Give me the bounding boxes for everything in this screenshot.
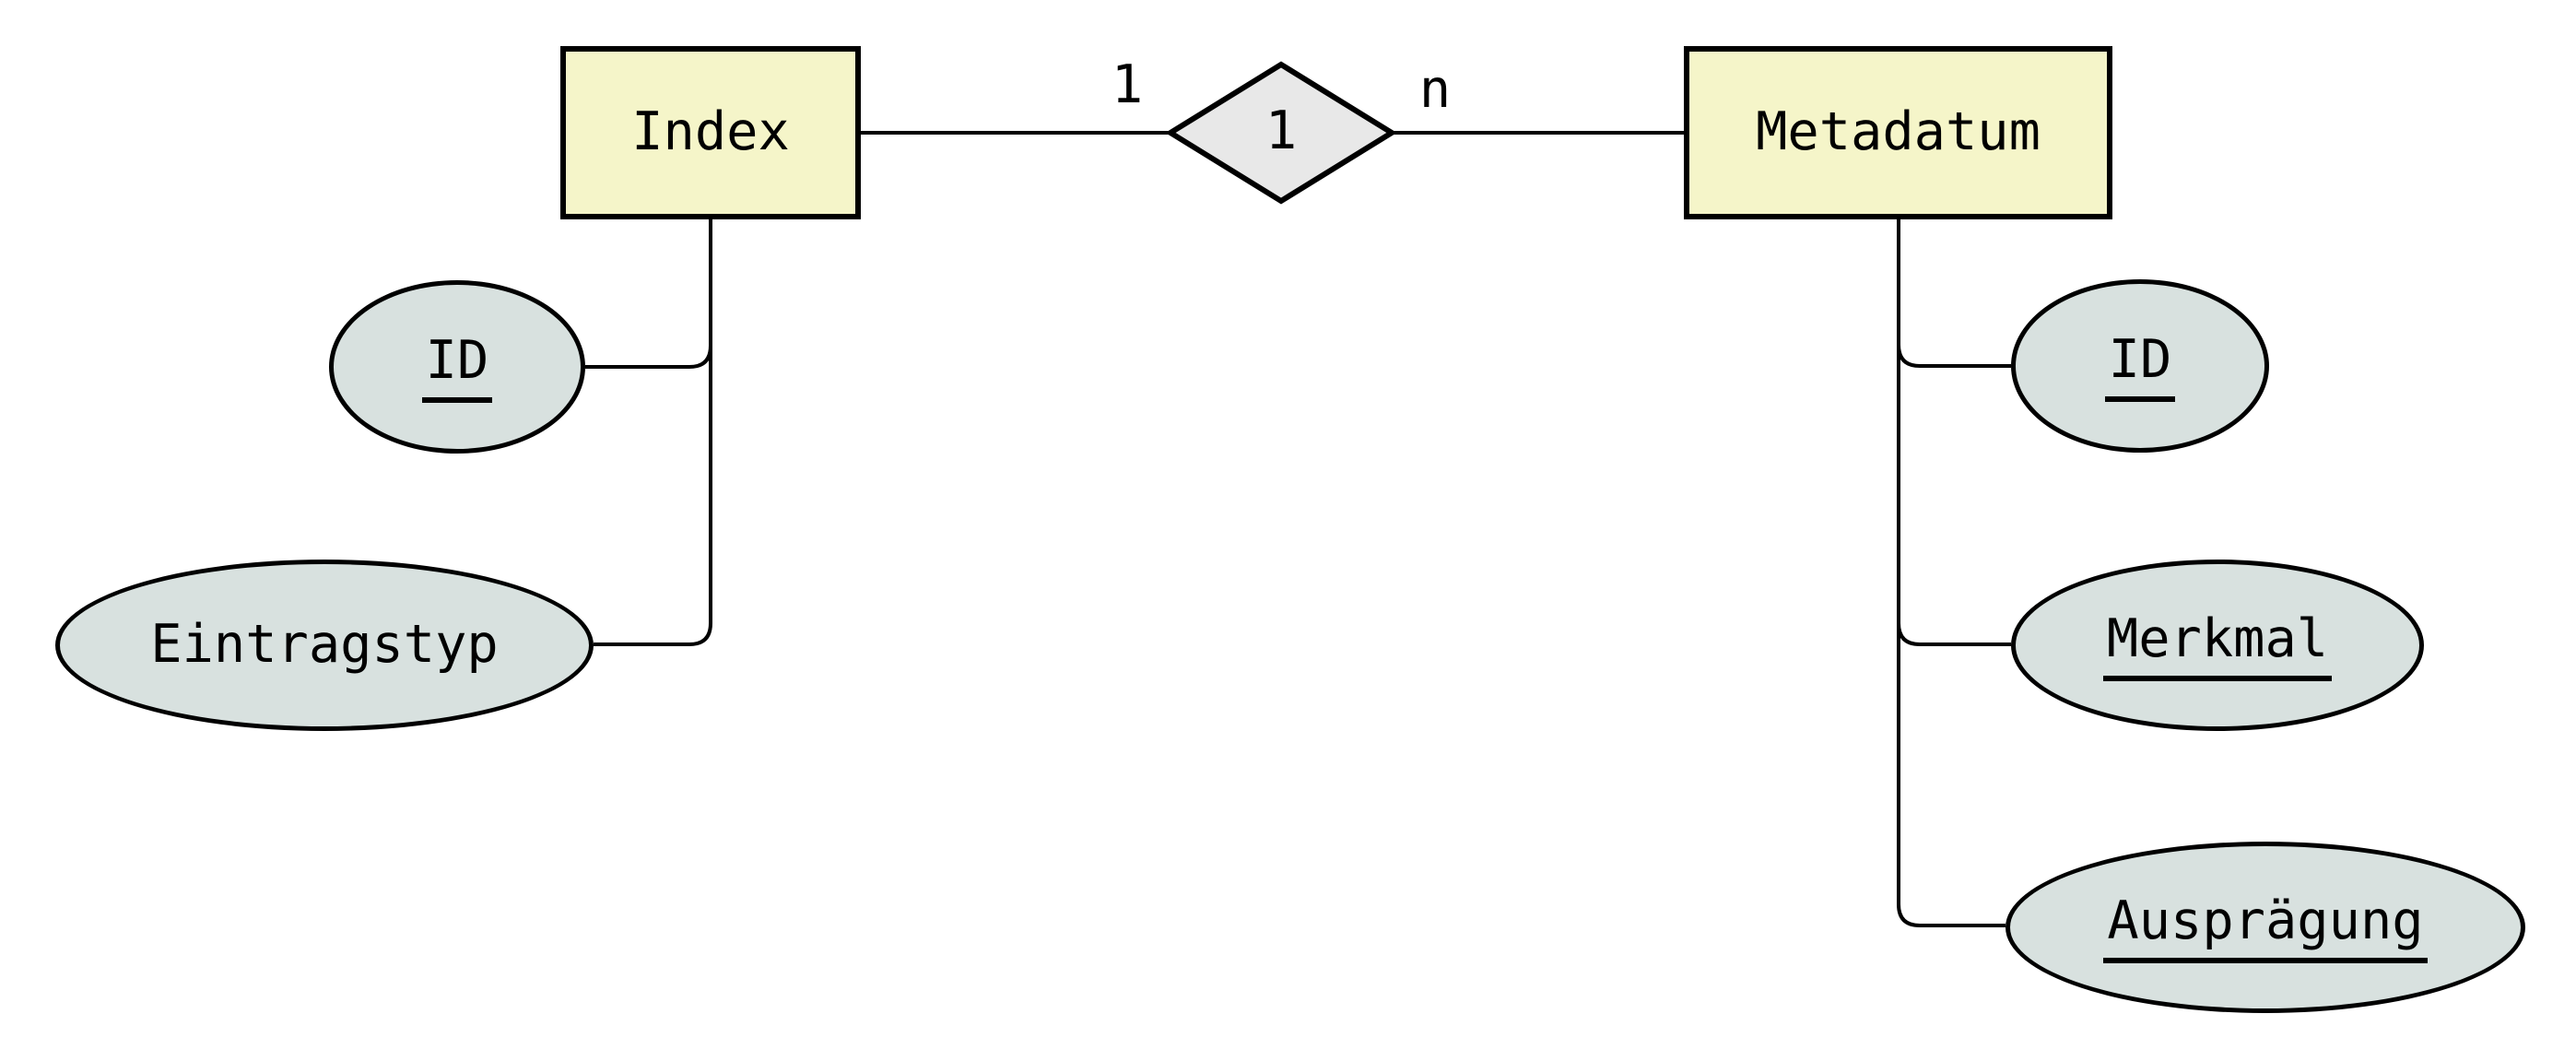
entity-index: Index [560,46,861,219]
metadatum-merkmal-branch [1897,622,2011,646]
relationship-diamond [1165,61,1397,205]
cardinality-left-text: 1 [1111,53,1144,115]
attribute-metadatum-id: ID [2011,279,2269,453]
entity-metadatum: Metadatum [1684,46,2112,219]
attribute-index-id-label: ID [421,331,493,403]
relationship-label-text: 1 [1264,100,1298,161]
attribute-index-id: ID [329,280,585,454]
attribute-metadatum-id-label: ID [2104,330,2176,402]
attribute-index-eintragstyp: Eintragstyp [55,560,594,731]
entity-metadatum-label: Metadatum [1756,101,2041,163]
attribute-metadatum-auspraegung-label: Ausprägung [2103,891,2428,963]
entity-index-label: Index [631,101,790,163]
index-attributes-trunk [594,218,712,646]
relationship-label: 1 [1226,100,1336,162]
metadatum-id-branch [1897,344,2011,368]
cardinality-left-label: 1 [1072,53,1182,116]
cardinality-right-text: n [1418,58,1452,120]
cardinality-right-label: n [1380,58,1490,121]
attribute-metadatum-auspraegung: Ausprägung [2006,842,2525,1013]
attribute-metadatum-merkmal-label: Merkmal [2102,609,2333,681]
attribute-index-eintragstyp-label: Eintragstyp [150,614,499,676]
index-id-branch [585,345,712,369]
metadatum-attributes-trunk [1897,219,2006,927]
attribute-metadatum-merkmal: Merkmal [2011,560,2424,731]
